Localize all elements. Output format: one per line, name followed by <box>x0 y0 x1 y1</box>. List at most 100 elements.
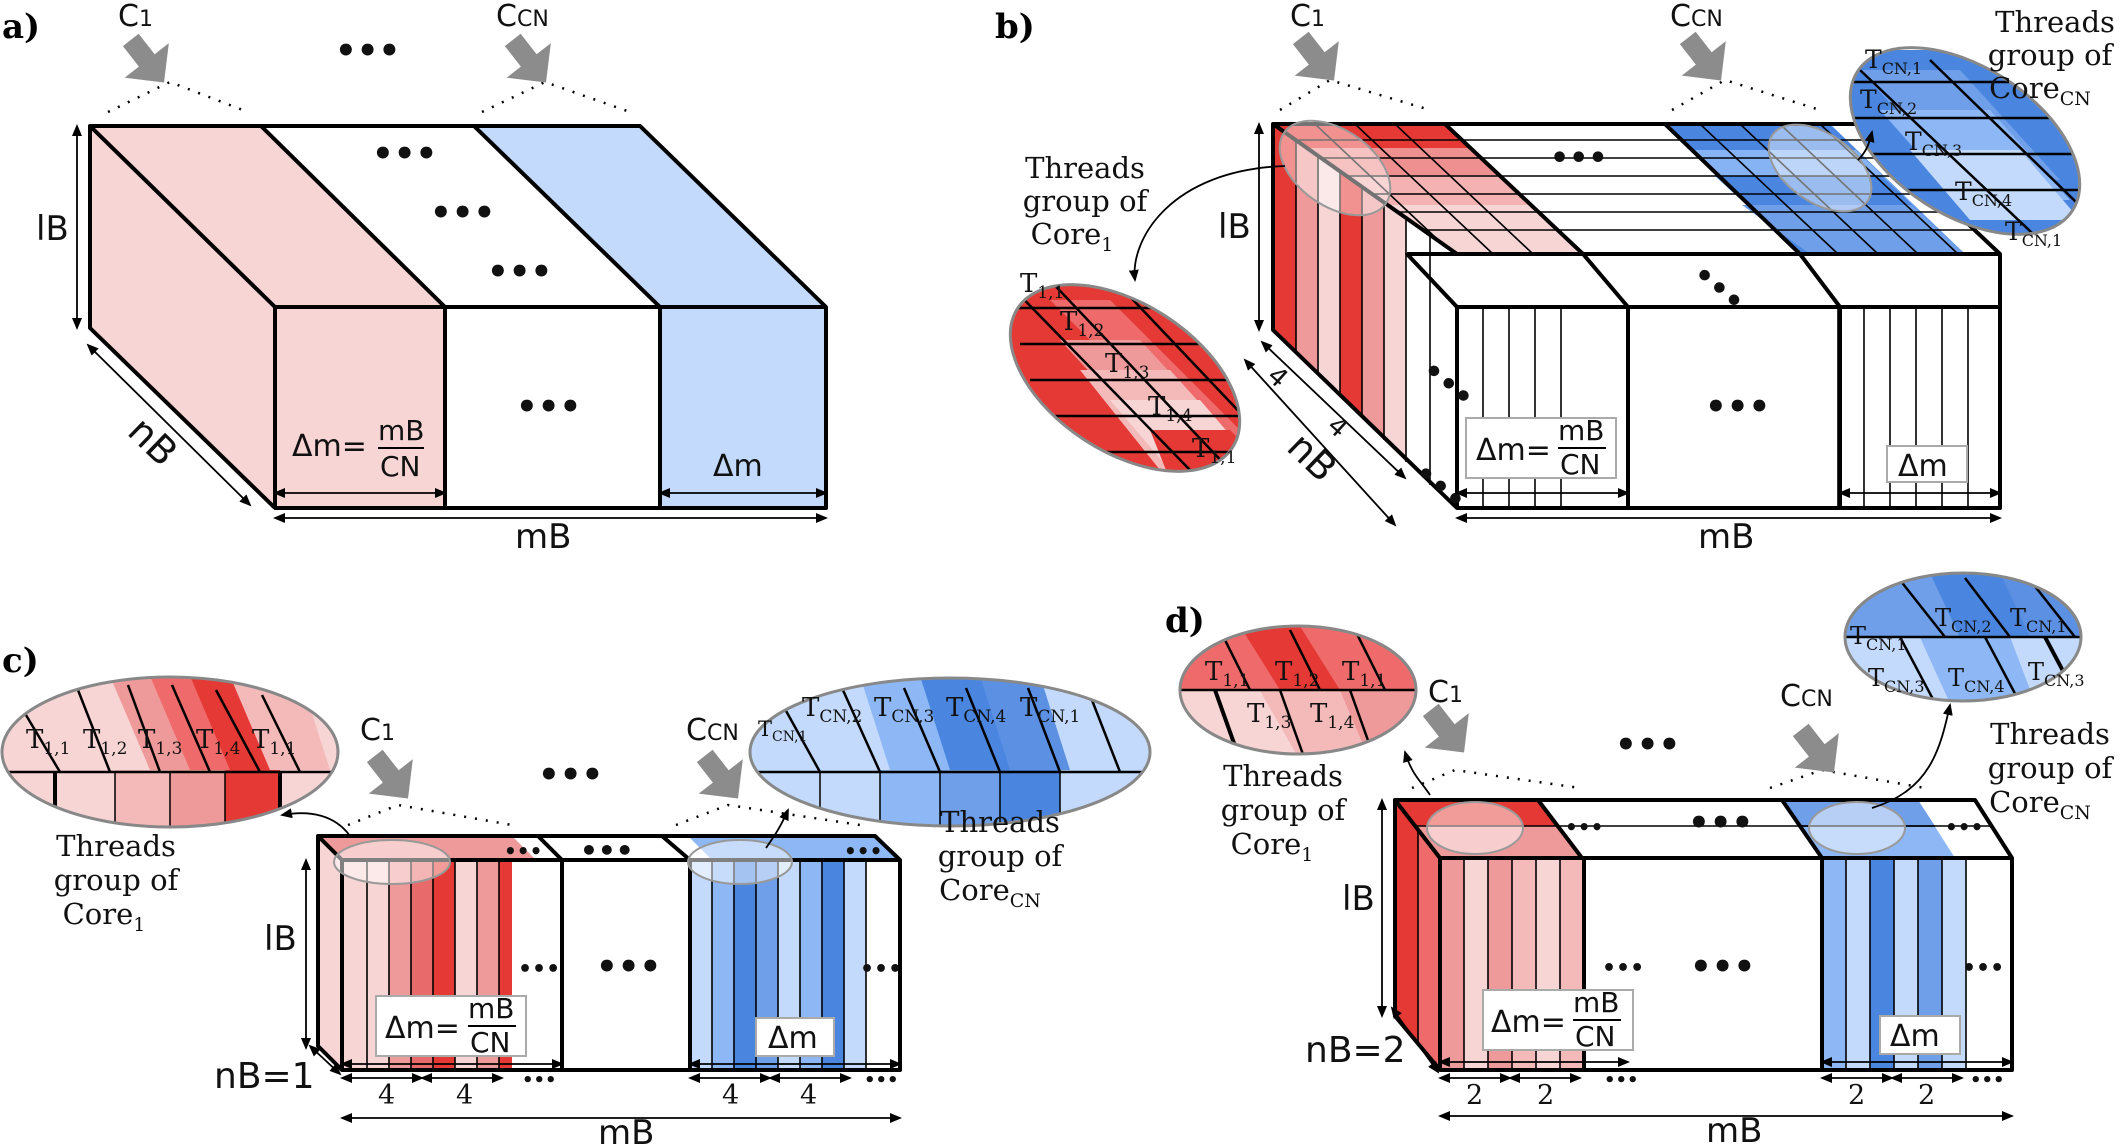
corecn-front <box>660 307 826 508</box>
delta-m-last: Δm <box>1898 449 1948 484</box>
group-caption: Threads <box>1223 759 1343 793</box>
thread-label: TCN,3 <box>2028 658 2085 690</box>
dim-lb: lB <box>36 209 69 249</box>
ellipsis: ••• <box>538 755 603 795</box>
group-caption: Threads <box>1025 151 1145 185</box>
thread-label: TCN,4 <box>946 693 1006 727</box>
thread-label: T1,2 <box>83 725 127 759</box>
dim-mb: mB <box>515 517 571 557</box>
ellipsis: ••• <box>1565 815 1603 839</box>
core1-label: C1 <box>1290 0 1325 34</box>
dim-nb: nB=2 <box>1305 1030 1406 1071</box>
corecn-group-marker <box>687 839 793 885</box>
dim-mb: mB <box>1698 517 1754 557</box>
thread-label: T1,4 <box>1148 392 1192 426</box>
group-caption: Core1 <box>1231 827 1314 866</box>
ellipsis: ••• <box>516 387 581 427</box>
core1-label: C1 <box>360 713 395 748</box>
group-caption: group of <box>1023 184 1150 218</box>
dim-four: 4 <box>722 1080 739 1111</box>
thread-label: T1,3 <box>138 725 182 759</box>
core1-group-marker <box>1426 801 1524 855</box>
thread-label: TCN,1 <box>758 717 807 745</box>
thread-label: TCN,1 <box>1020 693 1080 727</box>
core1-label: C1 <box>118 0 153 34</box>
dim-four: 4 <box>378 1080 395 1111</box>
group-caption: Threads <box>1990 717 2110 751</box>
delta-m-numerator: mB <box>1558 414 1604 447</box>
panel-b: b) <box>980 0 2115 557</box>
group-caption: Threads <box>56 829 176 863</box>
thread-label: TCN,2 <box>1860 85 1917 118</box>
panel-a-label: a) <box>2 7 40 47</box>
delta-m-denominator: CN <box>1560 448 1601 481</box>
thread-label: TCN,1 <box>2010 604 2067 636</box>
group-caption: Threads <box>1995 5 2115 39</box>
delta-m-numerator: mB <box>1573 986 1619 1019</box>
ellipsis: ••• <box>1688 803 1753 843</box>
thread-label: TCN,3 <box>874 693 934 727</box>
dim-two: 2 <box>1537 1080 1554 1111</box>
corecn-label: CCN <box>1780 679 1833 714</box>
group-caption: group of <box>54 863 181 897</box>
delta-m-numerator: mB <box>468 992 514 1025</box>
core1-slab-top <box>90 126 445 307</box>
dim-lb: lB <box>1218 207 1251 247</box>
ellipsis: ••• <box>1945 815 1983 839</box>
corecn-pointer-icon <box>682 738 761 816</box>
thread-label: T1,2 <box>1060 307 1104 341</box>
delta-m-label: Δm= <box>385 1011 460 1046</box>
panel-d-label: d) <box>1165 601 1205 641</box>
ellipsis: ••• <box>1604 1070 1639 1091</box>
panel-c: c) <box>0 641 1152 1147</box>
group-caption: Threads <box>940 805 1060 839</box>
delta-m-last: Δm <box>768 1021 818 1056</box>
ellipsis: ••• <box>580 834 634 867</box>
ellipsis: ••• <box>430 193 495 233</box>
core1-pointer-icon <box>352 738 431 816</box>
group-caption: group of <box>938 839 1065 873</box>
thread-label: TCN,4 <box>1948 664 2005 696</box>
dim-four: 4 <box>1261 361 1293 394</box>
corecn-threads-bubble: TCN,1 TCN,2 TCN,3 TCN,4 TCN,1 <box>748 676 1152 828</box>
delta-m-last: Δm <box>713 449 763 484</box>
panel-d: d) <box>1165 571 2115 1147</box>
corecn-group-marker <box>1808 801 1906 855</box>
delta-m-label: Δm= <box>1476 433 1551 468</box>
thread-label: T1,1 <box>1020 269 1064 303</box>
thread-label: T1,1 <box>1205 657 1249 691</box>
corecn-slab-top <box>474 126 826 307</box>
ellipsis: ••• <box>844 839 882 863</box>
thread-label: TCN,1 <box>1865 45 1922 78</box>
core1-group-marker <box>1278 119 1392 217</box>
core1-threads-bubble: T1,1 T1,2 T1,3 T1,4 T1,1 <box>0 675 340 829</box>
delta-m-label: Δm= <box>1491 1005 1566 1040</box>
group-caption: CoreCN <box>1989 785 2091 824</box>
ellipsis: ••• <box>1970 1070 2005 1091</box>
thread-label: TCN,3 <box>1905 127 1962 160</box>
thread-label: TCN,1 <box>2005 217 2062 250</box>
core1-pointer-icon <box>108 22 187 100</box>
delta-m-denominator: CN <box>380 450 421 483</box>
core1-threads-bubble: T1,1 T1,2 T1,1 T1,3 T1,4 <box>1178 624 1418 756</box>
delta-m-denominator: CN <box>470 1026 511 1059</box>
ellipsis: ••• <box>1615 725 1680 765</box>
ellipsis: ••• <box>1550 141 1608 176</box>
core1-label: C1 <box>1428 675 1463 710</box>
core1-group-marker <box>333 839 451 885</box>
group-caption: group of <box>1221 793 1348 827</box>
ellipsis: ••• <box>504 839 542 863</box>
thread-label: T1,4 <box>1310 699 1354 733</box>
delta-m-label: Δm= <box>292 429 367 464</box>
dim-four: 4 <box>456 1080 473 1111</box>
delta-m-denominator: CN <box>1575 1020 1616 1053</box>
dim-two: 2 <box>1918 1080 1935 1111</box>
dim-four: 4 <box>800 1080 817 1111</box>
thread-label: TCN,2 <box>1935 604 1992 636</box>
corecn-label: CCN <box>686 713 739 748</box>
thread-label: T1,3 <box>1247 699 1291 733</box>
ellipsis: ••• <box>518 957 560 982</box>
thread-label: TCN,2 <box>802 693 862 727</box>
thread-label: T1,1 <box>26 725 70 759</box>
